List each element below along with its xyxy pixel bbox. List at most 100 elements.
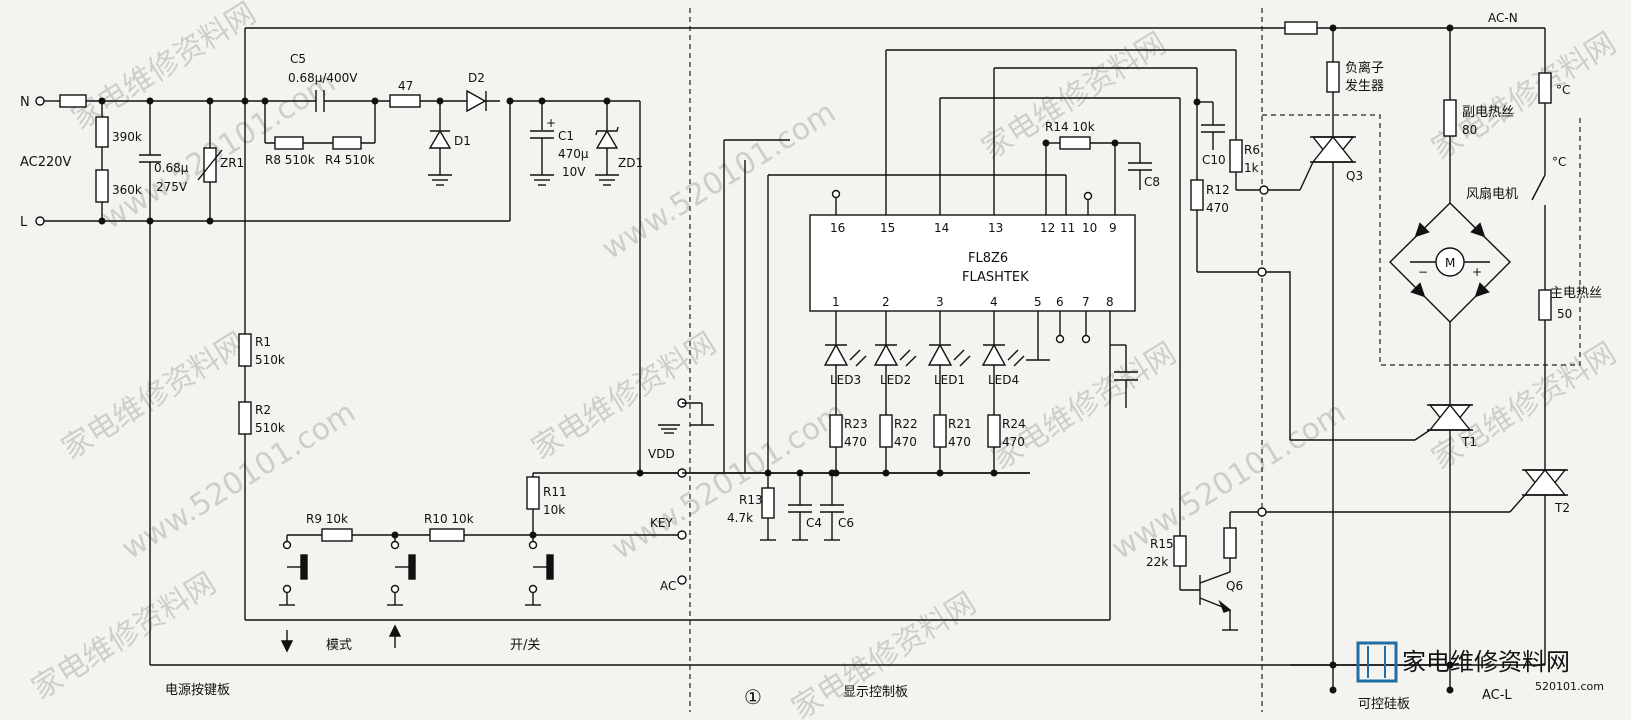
ic-pin-13: 13 (988, 221, 1003, 235)
watermark-cn: 家电维修资料网 (526, 326, 723, 467)
mode-label: 模式 (326, 638, 352, 653)
svg-text:C4: C4 (806, 516, 822, 530)
svg-text:C1: C1 (558, 129, 574, 143)
switch-2 (387, 535, 416, 606)
ic-pin-15: 15 (880, 221, 895, 235)
svg-text:+: + (546, 116, 556, 130)
watermark-cn: 家电维修资料网 (986, 336, 1183, 477)
watermark-cn: 家电维修资料网 (56, 326, 253, 467)
ic-pin-10: 10 (1082, 221, 1097, 235)
svg-text:50: 50 (1557, 307, 1572, 321)
svg-text:C6: C6 (838, 516, 854, 530)
svg-text:Q3: Q3 (1346, 169, 1363, 183)
ic-pin-16: 16 (830, 221, 845, 235)
svg-text:R4 510k: R4 510k (325, 153, 375, 167)
svg-text:360k: 360k (112, 183, 142, 197)
vdd-label: VDD (648, 447, 675, 461)
led-symbol (873, 343, 899, 366)
svg-text:R13: R13 (739, 493, 763, 507)
svg-text:ZR1: ZR1 (220, 156, 244, 170)
watermark-url: www.520101.com (596, 95, 842, 267)
led-resistor-value: 470 (948, 435, 971, 449)
fuse (59, 94, 87, 108)
led-resistor-label: R23 (844, 417, 868, 431)
svg-text:−: − (1418, 265, 1428, 279)
svg-text:R2: R2 (255, 403, 271, 417)
ic-maker: FLASHTEK (962, 270, 1029, 285)
svg-text:4.7k: 4.7k (727, 511, 753, 525)
svg-text:10V: 10V (562, 165, 586, 179)
svg-text:M: M (1445, 256, 1455, 270)
led-label: LED1 (934, 373, 965, 387)
svg-text:°C: °C (1552, 155, 1566, 169)
power-supply: N AC220V L 390k 360k 0.68μ 275V ZR (20, 27, 1450, 666)
svg-text:风扇电机: 风扇电机 (1466, 186, 1518, 202)
svg-text:0.68μ: 0.68μ (154, 161, 189, 175)
watermark-cn: 家电维修资料网 (66, 0, 263, 137)
svg-text:ZD1: ZD1 (618, 156, 643, 170)
site-logo: 家电维修资料网 520101.com (1356, 641, 1604, 693)
led-symbol (927, 343, 953, 366)
svg-text:C5: C5 (290, 52, 306, 66)
svg-text:390k: 390k (112, 130, 142, 144)
logo-sub: 520101.com (1535, 680, 1604, 693)
svg-text:510k: 510k (255, 421, 285, 435)
ic-pin-6: 6 (1056, 295, 1064, 309)
svg-text:D2: D2 (468, 71, 485, 85)
svg-text:R12: R12 (1206, 183, 1230, 197)
section-scr-board: 可控硅板 (1358, 697, 1410, 712)
svg-text:R10 10k: R10 10k (424, 512, 474, 526)
svg-text:510k: 510k (255, 353, 285, 367)
svg-text:T1: T1 (1461, 435, 1477, 449)
switch-1 (279, 535, 308, 606)
svg-text:10k: 10k (543, 503, 565, 517)
fan-assembly-box (1262, 114, 1581, 366)
ic-pin-4: 4 (990, 295, 998, 309)
section-display-board: 显示控制板 (843, 685, 908, 700)
svg-text:T2: T2 (1554, 501, 1570, 515)
svg-text:470μ: 470μ (558, 147, 589, 161)
svg-text:80: 80 (1462, 123, 1477, 137)
svg-text:°C: °C (1556, 83, 1570, 97)
led-resistor-label: R22 (894, 417, 918, 431)
acn-label: AC-N (1488, 11, 1518, 25)
led-symbol (823, 343, 849, 366)
svg-text:C10: C10 (1202, 153, 1226, 167)
svg-text:副电热丝: 副电热丝 (1462, 105, 1514, 120)
svg-text:D1: D1 (454, 134, 471, 148)
led-label: LED3 (830, 373, 861, 387)
logo-text: 家电维修资料网 (1402, 648, 1570, 676)
terminal-n: N (20, 95, 30, 110)
ic-pin-2: 2 (882, 295, 890, 309)
svg-text:R6: R6 (1244, 143, 1260, 157)
ic-pin-11: 11 (1060, 221, 1075, 235)
terminal-ac220v: AC220V (20, 155, 72, 170)
watermark-cn: 家电维修资料网 (1426, 26, 1623, 167)
figure-number: ① (744, 685, 762, 709)
ic-pin-1: 1 (832, 295, 840, 309)
ic-pin-9: 9 (1109, 221, 1117, 235)
ic-pin-7: 7 (1082, 295, 1090, 309)
ic-pin-14: 14 (934, 221, 949, 235)
switch-3 (525, 535, 554, 606)
svg-text:R9 10k: R9 10k (306, 512, 348, 526)
svg-text:R1: R1 (255, 335, 271, 349)
ic-pin-5: 5 (1034, 295, 1042, 309)
svg-text:发生器: 发生器 (1345, 78, 1384, 94)
svg-text:R8 510k: R8 510k (265, 153, 315, 167)
led-label: LED2 (880, 373, 911, 387)
svg-text:47: 47 (398, 79, 413, 93)
led-symbol (981, 343, 1007, 366)
svg-text:C8: C8 (1144, 175, 1160, 189)
svg-text:Q6: Q6 (1226, 579, 1243, 593)
ic-pin-3: 3 (936, 295, 944, 309)
ic-part: FL8Z6 (968, 251, 1008, 266)
